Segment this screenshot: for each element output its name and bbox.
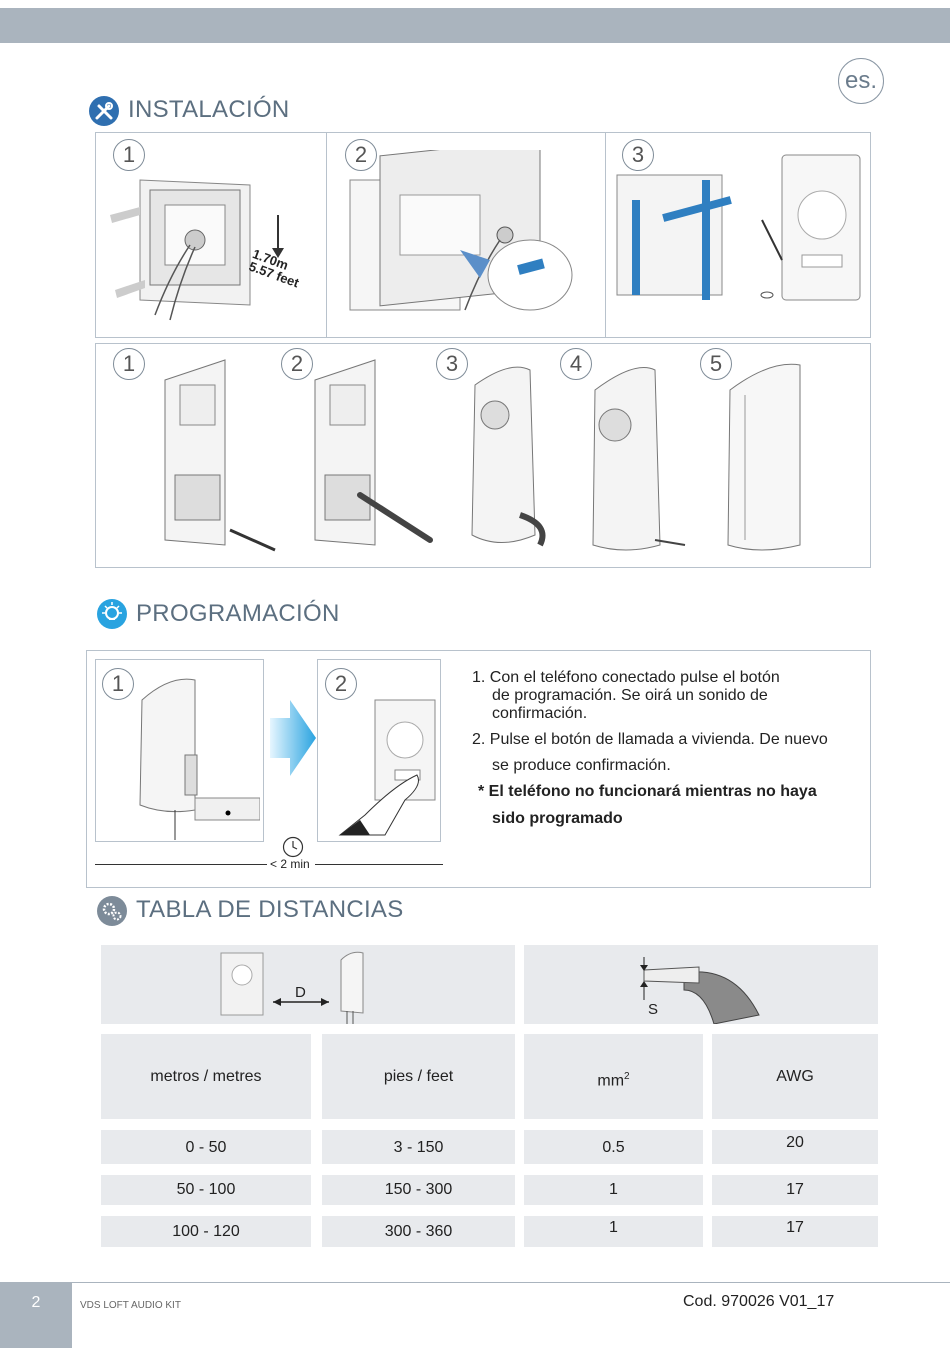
install-panel-1 [95, 132, 871, 338]
language-badge: es. [838, 58, 884, 104]
instruction-line: 1. Con el teléfono conectado pulse el bo… [472, 669, 780, 686]
gears-icon [96, 895, 128, 932]
step-number: 2 [325, 668, 357, 700]
cable-diagram-cell [524, 945, 878, 1025]
page-number: 2 [31, 1294, 41, 1311]
handset-cover-illustration [460, 355, 560, 565]
column-header: pies / feet [322, 1034, 515, 1119]
distance-label: D [295, 984, 306, 1001]
table-cell: 1 [524, 1216, 703, 1247]
step-number: 1 [113, 348, 145, 380]
instruction-line: confirmación. [492, 705, 588, 722]
unit-superscript: 2 [624, 1071, 630, 1082]
instruction-line: de programación. Se oirá un sonido de [492, 687, 768, 704]
handset-screwdriver-illustration [300, 355, 440, 565]
arrow-right-icon [270, 700, 316, 781]
header-bar [0, 8, 950, 43]
step-number: 3 [622, 139, 654, 171]
programming-title: PROGRAMACIÓN [136, 600, 340, 627]
table-cell: 150 - 300 [322, 1175, 515, 1205]
step-number: 1 [113, 139, 145, 171]
programming-panel [86, 650, 871, 888]
wrench-icon [88, 95, 120, 132]
column-header-mm: mm2 [524, 1034, 703, 1119]
table-cell: 17 [712, 1216, 878, 1247]
step-number: 2 [281, 348, 313, 380]
warning-text: * El teléfono no funcionará mientras no … [478, 783, 817, 800]
distance-diagram-cell [101, 945, 515, 1024]
table-cell: 100 - 120 [101, 1216, 311, 1247]
programming-step-1-frame [95, 659, 264, 842]
column-header: metros / metres [101, 1034, 311, 1119]
instruction-line: se produce confirmación. [492, 757, 671, 774]
divider [605, 132, 606, 338]
divider [326, 132, 327, 338]
warning-text: sido programado [492, 810, 623, 827]
wall-box-illustration [100, 165, 320, 340]
timeline-line [95, 864, 267, 865]
table-cell: 17 [712, 1175, 878, 1205]
step-number: 2 [345, 139, 377, 171]
step-number: 1 [102, 668, 134, 700]
footer-page-block [0, 1283, 72, 1348]
distances-title: TABLA DE DISTANCIAS [136, 896, 404, 923]
table-cell: 0.5 [524, 1130, 703, 1164]
lightbulb-icon [96, 598, 128, 635]
panel-call-button-illustration [335, 695, 440, 845]
timer-label: < 2 min [270, 857, 310, 871]
table-cell: 20 [712, 1130, 878, 1164]
document-code: Cod. 970026 V01_17 [683, 1293, 835, 1310]
section-label: S [648, 1001, 659, 1018]
bracket-illustration [612, 150, 867, 335]
step-number: 5 [700, 348, 732, 380]
column-header: AWG [712, 1034, 878, 1119]
table-cell: 50 - 100 [101, 1175, 311, 1205]
programming-step-2-frame [317, 659, 441, 842]
mounting-plate-illustration [340, 138, 590, 330]
handset-screw-illustration [585, 355, 695, 565]
table-cell: 0 - 50 [101, 1130, 311, 1164]
clock-icon [282, 836, 304, 863]
install-panel-2 [95, 343, 871, 568]
handset-base-illustration [150, 355, 290, 565]
unit-mm: mm [597, 1072, 625, 1090]
table-cell: 1 [524, 1175, 703, 1205]
product-name: VDS LOFT AUDIO KIT [80, 1300, 181, 1311]
step-number: 3 [436, 348, 468, 380]
handset-program-button-illustration [130, 670, 261, 845]
timeline-line [315, 864, 443, 865]
step-number: 4 [560, 348, 592, 380]
table-cell: 3 - 150 [322, 1130, 515, 1164]
table-cell: 300 - 360 [322, 1216, 515, 1247]
instruction-line: 2. Pulse el botón de llamada a vivienda.… [472, 731, 828, 748]
footer-line [0, 1282, 950, 1283]
handset-final-illustration [720, 355, 820, 565]
installation-title: INSTALACIÓN [128, 96, 290, 123]
